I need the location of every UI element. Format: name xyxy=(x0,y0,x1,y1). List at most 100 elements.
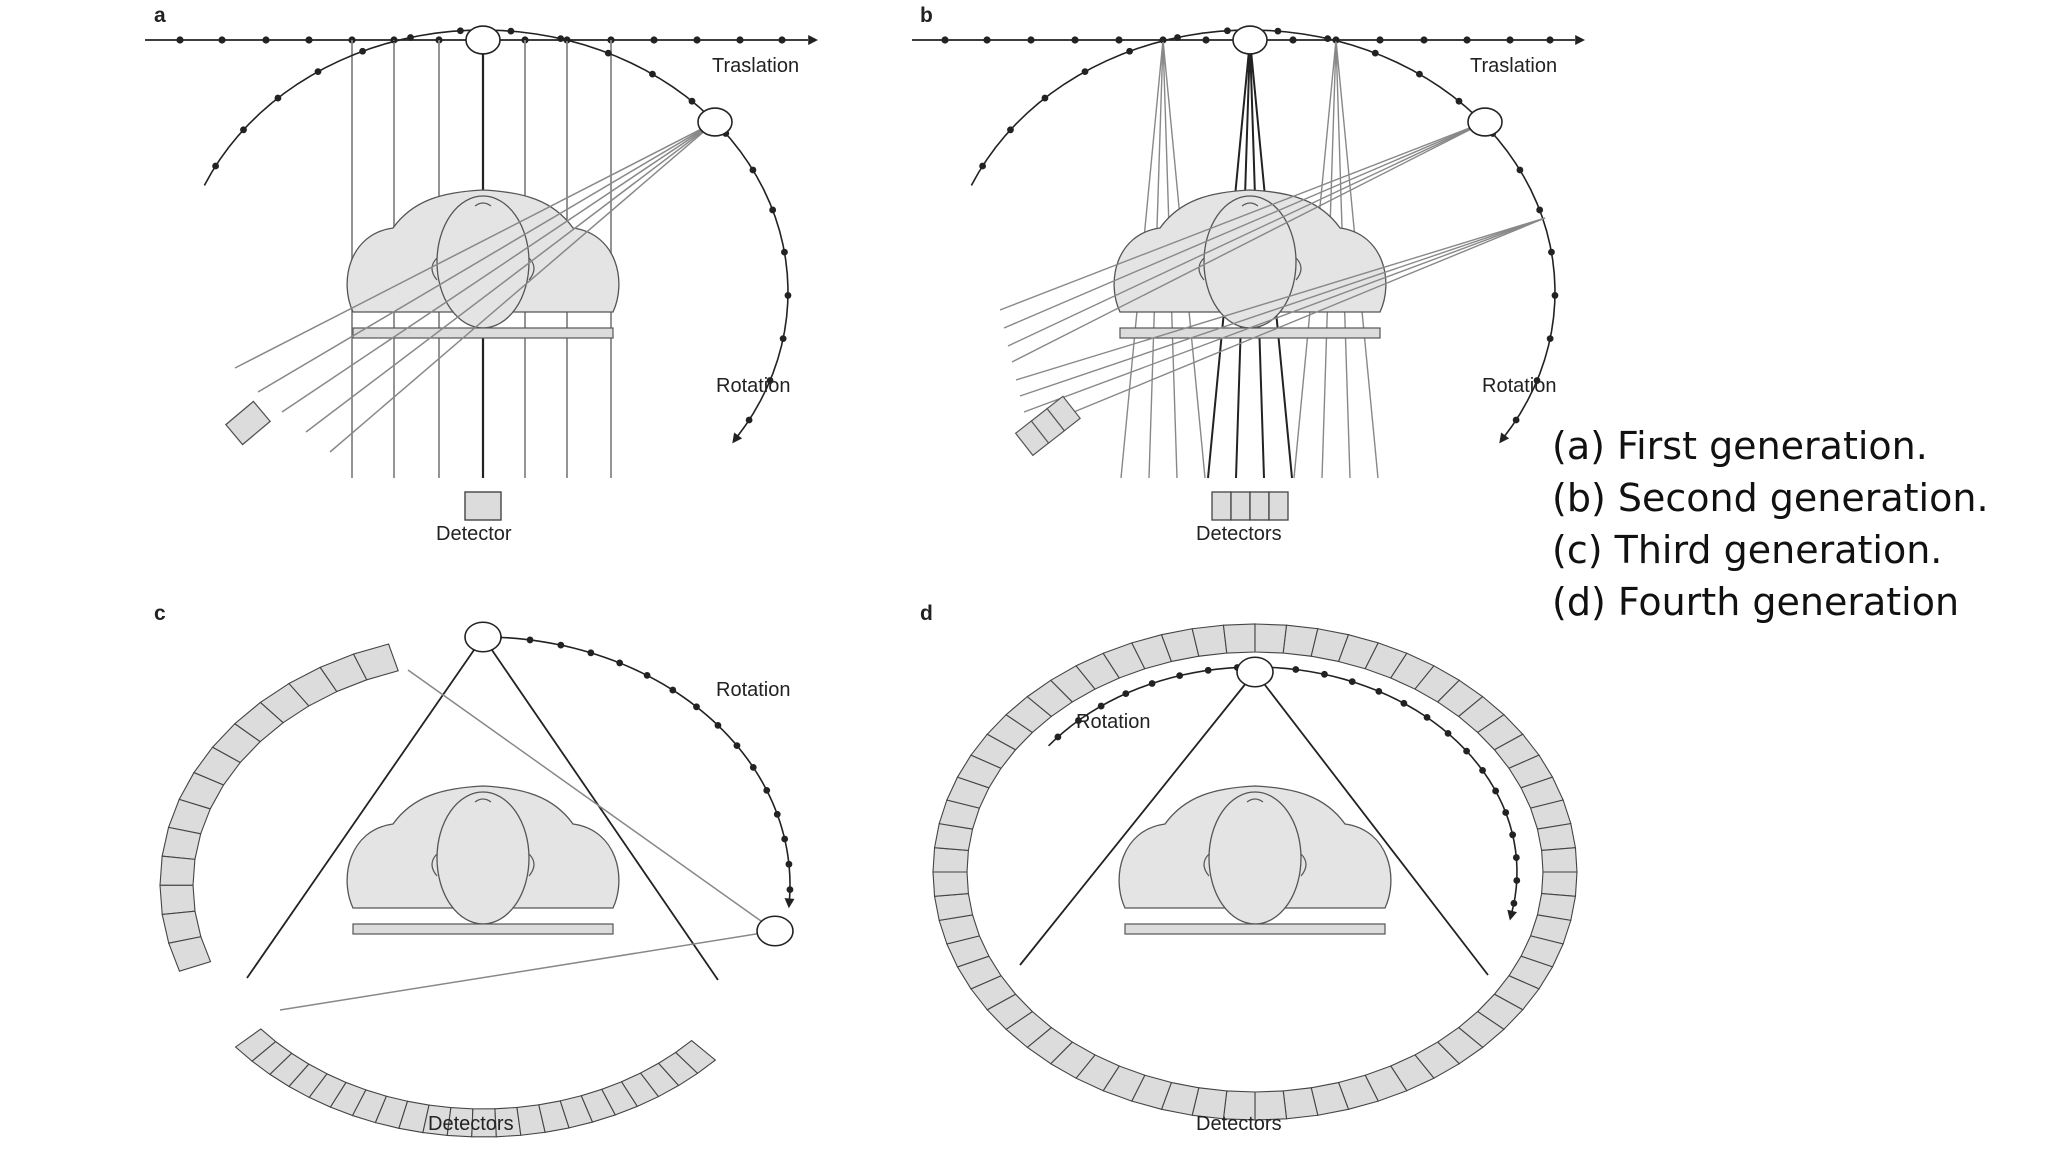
detector-segment xyxy=(1541,847,1578,873)
rotation-dot xyxy=(1097,702,1105,710)
rotation-dot xyxy=(1075,717,1082,724)
rotation-dot xyxy=(1007,126,1014,134)
translation-dot xyxy=(1071,36,1079,44)
rotation-path xyxy=(482,633,795,909)
rotation-arrow xyxy=(1507,909,1518,921)
rotation-dot xyxy=(1492,787,1500,795)
angled-beam xyxy=(1023,217,1546,413)
detector-ring xyxy=(932,623,1578,1121)
rotation-dot xyxy=(1502,809,1510,816)
rotation-dot xyxy=(1423,713,1431,721)
rotation-dot xyxy=(773,810,781,818)
panel-d-detector-label: Detectors xyxy=(1196,1113,1282,1135)
panel-b-rotation-label: Rotation xyxy=(1482,375,1557,397)
detector-segment xyxy=(932,871,969,897)
rotation-dot xyxy=(1371,49,1379,57)
detector-segment xyxy=(1536,822,1577,852)
x-ray-tube xyxy=(1236,656,1274,688)
detector-segment xyxy=(167,936,212,972)
rotation-dot xyxy=(1122,690,1130,698)
rotation-dot xyxy=(785,860,793,868)
rotation-dot xyxy=(763,786,771,794)
fan-beam-edge xyxy=(482,636,719,981)
rotation-dot xyxy=(649,70,656,78)
rotation-arc xyxy=(970,29,1556,439)
patient-ears xyxy=(1203,853,1307,877)
translation-dot xyxy=(305,36,313,44)
caption-fourth-generation: (d) Fourth generation xyxy=(1552,580,1960,624)
x-ray-tube xyxy=(464,621,502,653)
translation-dot xyxy=(778,36,786,44)
rotation-dot xyxy=(1551,292,1559,299)
fan-beam-edge xyxy=(1254,671,1489,976)
translation-dot xyxy=(1546,36,1554,44)
translation-dot xyxy=(1289,36,1297,44)
angled-beam xyxy=(999,121,1486,311)
rotated-fan-beam xyxy=(279,930,776,1011)
rotation-dot xyxy=(1054,733,1062,741)
rotation-dot xyxy=(1516,166,1524,174)
angled-beam xyxy=(305,121,716,433)
angled-beam xyxy=(1019,217,1546,397)
rotation-dot xyxy=(1536,206,1544,214)
translation-dot xyxy=(941,36,949,44)
panel-d-letter: d xyxy=(920,602,933,625)
rotation-dot xyxy=(616,659,624,667)
rotated-detector xyxy=(224,400,272,446)
rotation-dot xyxy=(1463,747,1471,755)
rotation-dot xyxy=(1274,27,1282,35)
angled-beam xyxy=(281,121,716,413)
patient-ears xyxy=(431,853,535,877)
rotation-dot xyxy=(733,742,741,750)
translation-dot xyxy=(176,36,184,44)
rotated-x-ray-tube xyxy=(1467,107,1503,137)
translation-dot xyxy=(1376,36,1384,44)
panel-a-translation-label: Traslation xyxy=(712,55,799,77)
rotation-dot xyxy=(1416,70,1423,78)
detector-segment xyxy=(933,892,974,922)
detector-segment xyxy=(674,1039,717,1075)
fan-beam-edge xyxy=(1019,671,1256,966)
rotation-dot xyxy=(212,162,219,170)
rotation-dot xyxy=(1533,377,1541,384)
rotation-arrow xyxy=(1499,432,1510,444)
translation-dot xyxy=(983,36,991,44)
rotation-dot xyxy=(669,686,677,694)
rotation-dot xyxy=(1324,35,1332,43)
patient-table xyxy=(352,923,614,935)
detector-segment xyxy=(1541,871,1578,897)
detector-segment xyxy=(1222,623,1256,654)
translation-dot xyxy=(262,36,270,44)
translation-dot xyxy=(1202,36,1210,44)
rotation-dot xyxy=(781,835,789,843)
translation-dot xyxy=(1420,36,1428,44)
rotation-arc xyxy=(203,29,789,439)
panel-b-detector-label: Detectors xyxy=(1196,523,1282,545)
rotation-dot xyxy=(557,641,565,649)
rotation-dot xyxy=(1204,666,1212,674)
patient-head xyxy=(436,791,530,925)
patient-ears xyxy=(431,257,535,281)
panel-d xyxy=(932,623,1578,1121)
panel-c-letter: c xyxy=(154,602,166,625)
rotation-dot xyxy=(407,34,414,41)
rotation-dot xyxy=(604,49,612,57)
rotation-dot xyxy=(714,721,722,729)
rotation-dot xyxy=(526,636,534,644)
detector-cell xyxy=(1046,395,1081,432)
panel-a xyxy=(145,25,818,521)
rotation-path xyxy=(970,27,1559,444)
translation-dot xyxy=(1115,36,1123,44)
rotation-dot xyxy=(1512,854,1520,861)
detector-segment xyxy=(159,884,196,916)
translation-dot xyxy=(218,36,226,44)
detector-cell xyxy=(1249,491,1270,521)
translation-dot xyxy=(650,36,658,44)
rotation-dot xyxy=(1546,335,1554,343)
rotation-dot xyxy=(1513,877,1521,884)
rotation-dot xyxy=(745,416,753,424)
panel-d-rotation-label: Rotation xyxy=(1076,711,1151,733)
rotation-dot xyxy=(1512,416,1520,424)
caption-third-generation: (c) Third generation. xyxy=(1552,528,1943,572)
patient-head xyxy=(436,195,530,329)
